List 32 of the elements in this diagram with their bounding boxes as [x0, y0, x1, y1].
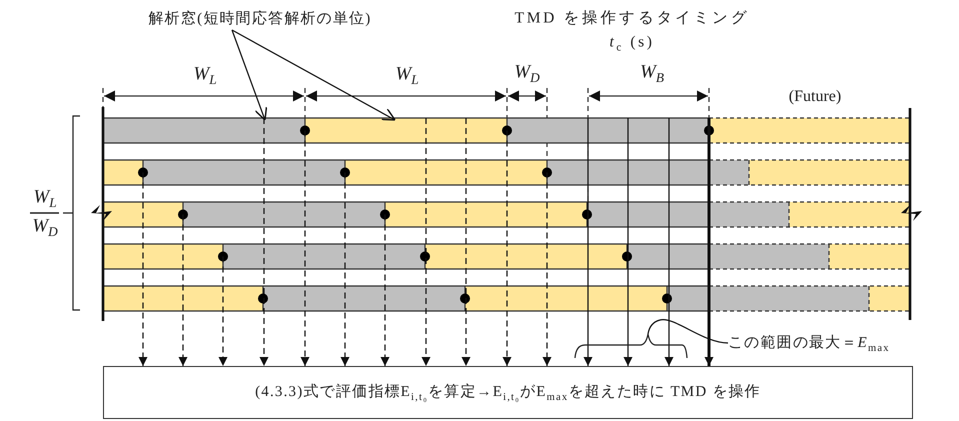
dimension-label: W$_{D}$	[514, 62, 540, 86]
arrow	[300, 130, 310, 366]
dimension-label: W$_{L}$	[395, 64, 419, 88]
arrow	[542, 172, 552, 366]
arrow	[624, 118, 632, 366]
box-text: (4.3.3)式で評価指標E$_{i,t₀}$を算定→E$_{i,t₀}$がE$_{max}$を超えた時に TMD を操作	[255, 382, 761, 403]
leader-line	[647, 319, 728, 344]
annotation-text: TMD を操作するタイミング	[514, 9, 750, 27]
annotation-text: t$_{c}$ (s)	[610, 34, 654, 54]
brace-shape	[574, 333, 689, 359]
fraction-denominator: W$_{D}$	[32, 216, 58, 240]
arrow	[218, 256, 228, 366]
fraction-numerator: W$_{L}$	[33, 187, 57, 211]
arrow	[340, 172, 350, 366]
arrow	[138, 172, 148, 366]
callout-text: この範囲の最大＝E$_{max}$	[728, 334, 890, 354]
arrow	[664, 118, 674, 366]
arrow	[380, 214, 390, 366]
annotation-text: (Future)	[788, 88, 842, 106]
leader-arrow	[232, 29, 396, 121]
arrow	[422, 118, 430, 366]
leader-arrow	[231, 30, 268, 121]
dimension-label: W$_{B}$	[640, 62, 664, 86]
arrow	[502, 130, 512, 366]
arrow	[584, 118, 592, 366]
callout-text: 解析窓(短時間応答解析の単位)	[148, 9, 372, 28]
process-box	[103, 366, 913, 419]
arrow	[462, 118, 470, 366]
arrow	[178, 214, 188, 366]
arrow	[704, 118, 714, 366]
arrow	[260, 118, 268, 366]
dimension-label: W$_{L}$	[193, 64, 217, 88]
